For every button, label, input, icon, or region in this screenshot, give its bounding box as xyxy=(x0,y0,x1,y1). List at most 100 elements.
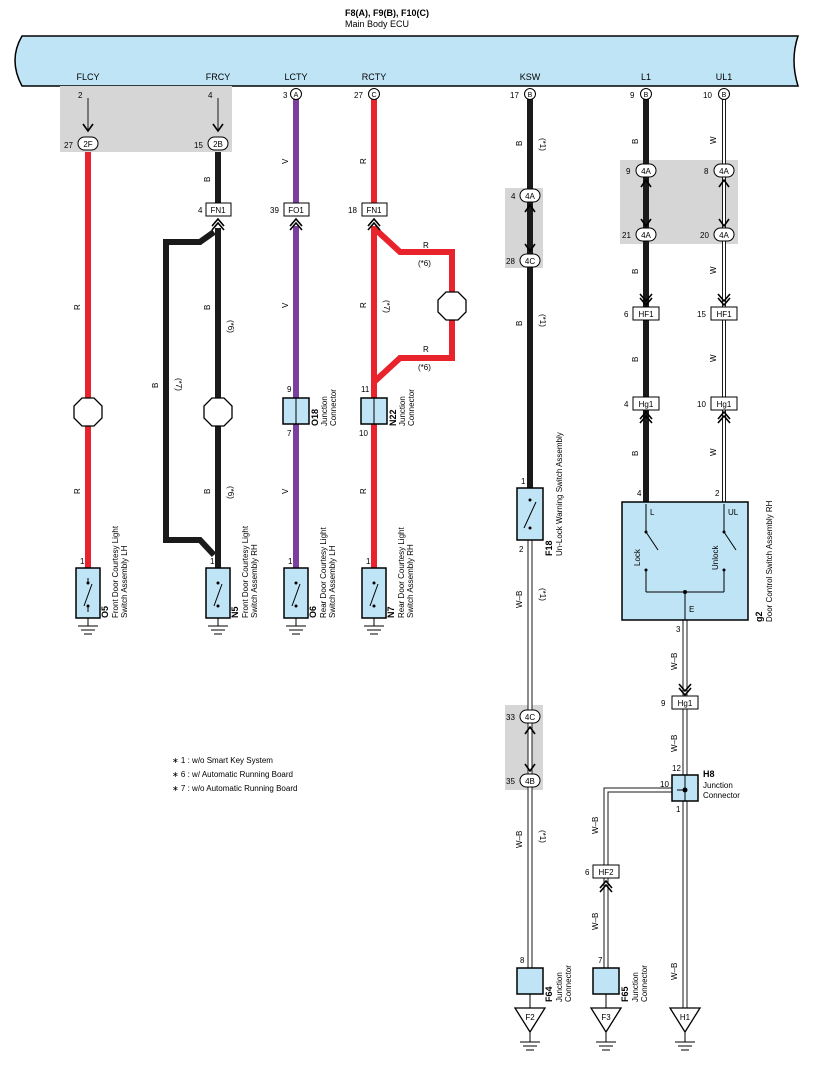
f64-pin: 8 xyxy=(520,956,525,965)
f18-pin-top: 1 xyxy=(521,477,526,486)
lbl-frcy-b1: B xyxy=(203,177,212,182)
f65-line2: Connector xyxy=(640,965,649,1002)
lbl-byp-r2: R xyxy=(423,345,429,354)
g2-term-e: E xyxy=(689,605,694,614)
ecu-box xyxy=(14,35,800,87)
j2b-label: 2B xyxy=(213,140,223,149)
j4c-low-label: 4C xyxy=(525,713,535,722)
lbl-flcy-r2: R xyxy=(73,488,82,494)
fn1a-label: FN1 xyxy=(210,206,226,215)
lbl-lcty-v3: V xyxy=(281,488,290,494)
pin-flcy: 2 xyxy=(78,91,83,100)
o5-id: O5 xyxy=(100,606,110,618)
j4a-l1b-pill xyxy=(635,227,657,242)
lbl-l1-b1: B xyxy=(631,139,640,144)
o6-line2: Switch Assembly LH xyxy=(328,545,337,618)
lbl-l1-b2: B xyxy=(631,269,640,274)
pin-rcty-bubble xyxy=(368,88,380,100)
pin-ul1-bubble xyxy=(718,88,730,100)
j4a-ul1b-pill xyxy=(713,227,735,242)
f18-id: F18 xyxy=(544,540,554,556)
lbl-ksw-wb2: W–B xyxy=(515,831,524,848)
lbl-ksw-b2: B xyxy=(515,321,524,326)
terminal-l1: L1 xyxy=(641,72,651,82)
lbl-lcty-v1: V xyxy=(281,158,290,164)
pin-lcty: 3 xyxy=(283,91,288,100)
g2-term-l: L xyxy=(650,508,655,517)
lbl-ul1-w2: W xyxy=(709,266,718,274)
hf1-ul-label: HF1 xyxy=(716,310,732,319)
hg1-ul-box xyxy=(710,396,738,411)
hg1-e-label: Hg1 xyxy=(678,699,693,708)
pin-ksw-conn: B xyxy=(528,92,533,99)
j4a-l1t-pin: 9 xyxy=(626,167,631,176)
ecu-terminal-names: FLCY FRCY LCTY RCTY KSW L1 UL1 xyxy=(76,72,732,82)
lbl-ksw-wb1: W–B xyxy=(515,591,524,608)
lbl-e-wb1: W–B xyxy=(670,653,679,670)
hg1-ul-label: Hg1 xyxy=(717,400,732,409)
lbl-frcy-b2: B xyxy=(203,305,212,310)
note-2: ∗ 6 : w/ Automatic Running Board xyxy=(172,770,293,779)
fo1-pin: 39 xyxy=(270,206,279,215)
f18-pin-bot: 2 xyxy=(519,545,524,554)
j4a-ul1b-label: 4A xyxy=(719,231,729,240)
g2-line1: Door Control Switch Assembly RH xyxy=(765,500,774,622)
n5-id: N5 xyxy=(230,606,240,618)
junction-f65: 7 F65 Junction Connector xyxy=(592,956,649,1008)
h8-id: H8 xyxy=(703,769,715,779)
lbl-rcty-r1: R xyxy=(359,158,368,164)
o18-line2: Connector xyxy=(329,389,338,426)
lbl-loop-n7: (*7) xyxy=(174,378,183,391)
lbl-e-wb3: W–B xyxy=(670,963,679,980)
lbl-byp-n6b: (*6) xyxy=(418,363,431,372)
lbl-frcy-b3: B xyxy=(203,489,212,494)
terminal-ksw: KSW xyxy=(520,72,541,82)
ecu-pins: 2 4 3 A 27 C 17 B 9 B 10 B xyxy=(78,88,730,100)
lbl-ul1-w3: W xyxy=(709,354,718,362)
fn1b-pin: 18 xyxy=(348,206,357,215)
ground-h1: H1 xyxy=(668,1007,702,1051)
pin-ksw-bubble xyxy=(524,88,536,100)
n7-line2: Switch Assembly RH xyxy=(406,544,415,618)
f64-id: F64 xyxy=(544,986,554,1002)
splice-rcty xyxy=(437,291,467,321)
j2f-pill xyxy=(77,136,99,151)
f18-line1: Un-Lock Warning Switch Assembly xyxy=(555,432,564,556)
lbl-ul1-w4: W xyxy=(709,448,718,456)
pin-l1-conn: B xyxy=(644,92,649,99)
fn1b-box xyxy=(361,202,388,217)
f65-body xyxy=(592,967,620,995)
j2f-pin: 27 xyxy=(64,141,73,150)
switch-n7: 1 N7 Rear Door Courtesy Light Switch Ass… xyxy=(361,527,415,635)
j4c-ksw-pin: 28 xyxy=(506,257,515,266)
ecu-connectors: F8(A), F9(B), F10(C) xyxy=(345,8,429,18)
lbl-rcty-r2: R xyxy=(359,302,368,308)
hg1-l-box xyxy=(632,396,660,411)
ground-f3: F3 xyxy=(589,1007,623,1051)
lbl-l1-b3: B xyxy=(631,357,640,362)
g2-pin-l: 4 xyxy=(637,489,642,498)
lbl-flcy-r1: R xyxy=(73,304,82,310)
ground-f3-label: F3 xyxy=(601,1013,611,1022)
g2-unlock: Unlock xyxy=(711,545,720,570)
j4a-l1t-pill xyxy=(635,163,657,178)
pin-frcy: 4 xyxy=(208,91,213,100)
f64-body xyxy=(516,967,544,995)
fn1b-label: FN1 xyxy=(366,206,382,215)
splice-frcy xyxy=(203,397,233,427)
switch-o5: 1 O5 Front Door Courtesy Light Switch As… xyxy=(75,525,129,635)
j4a-ul1b-pin: 20 xyxy=(700,231,709,240)
hf2-box xyxy=(592,864,620,879)
lbl-lcty-v2: V xyxy=(281,302,290,308)
g2-pin-e: 3 xyxy=(676,625,681,634)
o18-id: O18 xyxy=(310,409,320,426)
junction-f64: 8 F64 Junction Connector xyxy=(516,956,573,1008)
fn1a-pin: 4 xyxy=(198,206,203,215)
hf1-l-label: HF1 xyxy=(638,310,654,319)
hg1-ul-pin: 10 xyxy=(697,400,706,409)
n7-pin: 1 xyxy=(366,557,371,566)
ground-f2: F2 xyxy=(513,1007,547,1051)
j4a-ksw-pill xyxy=(519,188,541,203)
pin-ul1-conn: B xyxy=(722,92,727,99)
